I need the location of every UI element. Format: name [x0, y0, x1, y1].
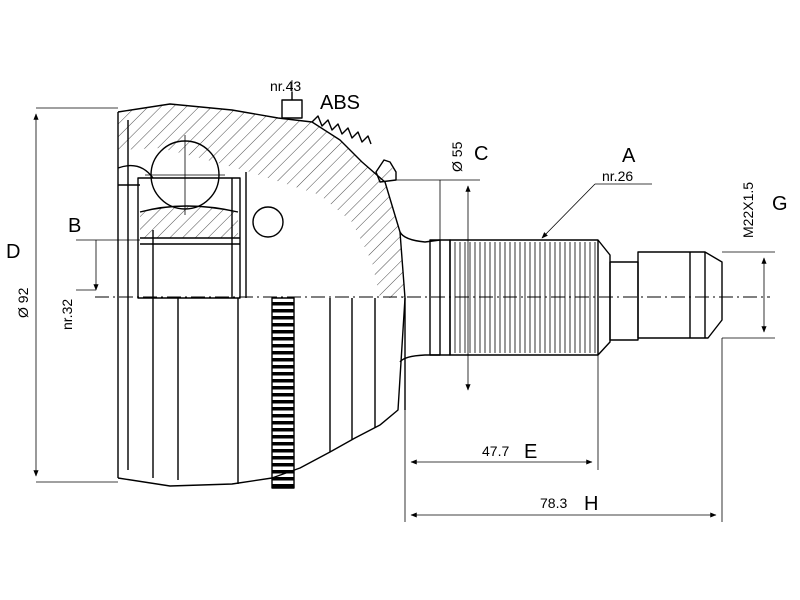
- abs-tooth: [272, 365, 294, 369]
- inner-race-hatch: [140, 206, 238, 238]
- label-a: A: [622, 145, 636, 167]
- abs-tooth: [272, 393, 294, 397]
- abs-tooth: [272, 435, 294, 439]
- label-c: C: [474, 143, 488, 165]
- housing-outline-bottom: [117, 297, 406, 487]
- seal-profile: [375, 159, 397, 183]
- abs-tooth: [272, 351, 294, 355]
- seal: [375, 159, 397, 183]
- abs-tooth: [272, 477, 294, 481]
- shaft: [399, 231, 723, 410]
- abs-tooth: [272, 456, 294, 460]
- inner-race: [117, 135, 284, 299]
- label-dia55: Ø 55: [449, 141, 465, 172]
- abs-ring: [271, 297, 295, 489]
- abs-tooth: [272, 442, 294, 446]
- label-nr43: nr.43: [270, 78, 301, 94]
- abs-tooth: [272, 309, 294, 313]
- abs-tooth: [272, 323, 294, 327]
- abs-tooth: [272, 400, 294, 404]
- threaded-stub: [637, 251, 723, 339]
- label-nr32: nr.32: [59, 299, 75, 330]
- label-b: B: [68, 215, 81, 237]
- abs-tooth: [272, 337, 294, 341]
- label-abs: ABS: [320, 92, 360, 114]
- label-e: E: [524, 441, 537, 463]
- label-thread: M22X1.5: [740, 182, 756, 238]
- abs-ring-teeth: [272, 302, 294, 488]
- label-len-e: 47.7: [482, 443, 509, 459]
- spline-teeth: [454, 242, 596, 353]
- housing-lower-curve: [329, 298, 376, 452]
- abs-tooth: [272, 414, 294, 418]
- label-len-h: 78.3: [540, 495, 567, 511]
- abs-tooth: [272, 470, 294, 474]
- seal-hatch: [378, 163, 394, 180]
- labels: nr.43 ABS C Ø 55 A nr.26 M22X1.5 G B D Ø…: [6, 78, 788, 515]
- label-d: D: [6, 241, 20, 263]
- housing-hatched-section: [118, 104, 405, 298]
- abs-tooth: [272, 428, 294, 432]
- abs-tooth: [272, 407, 294, 411]
- abs-tab-body: [281, 99, 303, 119]
- dimensions: [33, 80, 775, 522]
- dim-a-leader: [541, 183, 596, 239]
- label-nr26: nr.26: [602, 168, 633, 184]
- abs-tooth: [272, 484, 294, 488]
- abs-tooth: [272, 449, 294, 453]
- abs-tooth: [272, 344, 294, 348]
- label-h: H: [584, 493, 598, 515]
- inner-race-arc: [139, 205, 239, 213]
- shaft-step: [609, 261, 639, 341]
- retaining-ring: [252, 206, 284, 238]
- abs-tooth: [272, 302, 294, 306]
- abs-tooth: [272, 358, 294, 362]
- label-dia92: Ø 92: [15, 287, 31, 318]
- outer-housing: [117, 103, 406, 487]
- abs-tooth: [272, 386, 294, 390]
- label-g: G: [772, 193, 788, 215]
- housing-outline: [117, 103, 406, 299]
- cage-lip: [117, 164, 154, 186]
- abs-tooth: [272, 372, 294, 376]
- abs-tooth: [272, 379, 294, 383]
- abs-tooth: [272, 463, 294, 467]
- abs-tooth: [272, 316, 294, 320]
- abs-tooth: [272, 421, 294, 425]
- abs-tab: [281, 92, 303, 119]
- housing-serration: [311, 115, 372, 145]
- abs-tooth: [272, 330, 294, 334]
